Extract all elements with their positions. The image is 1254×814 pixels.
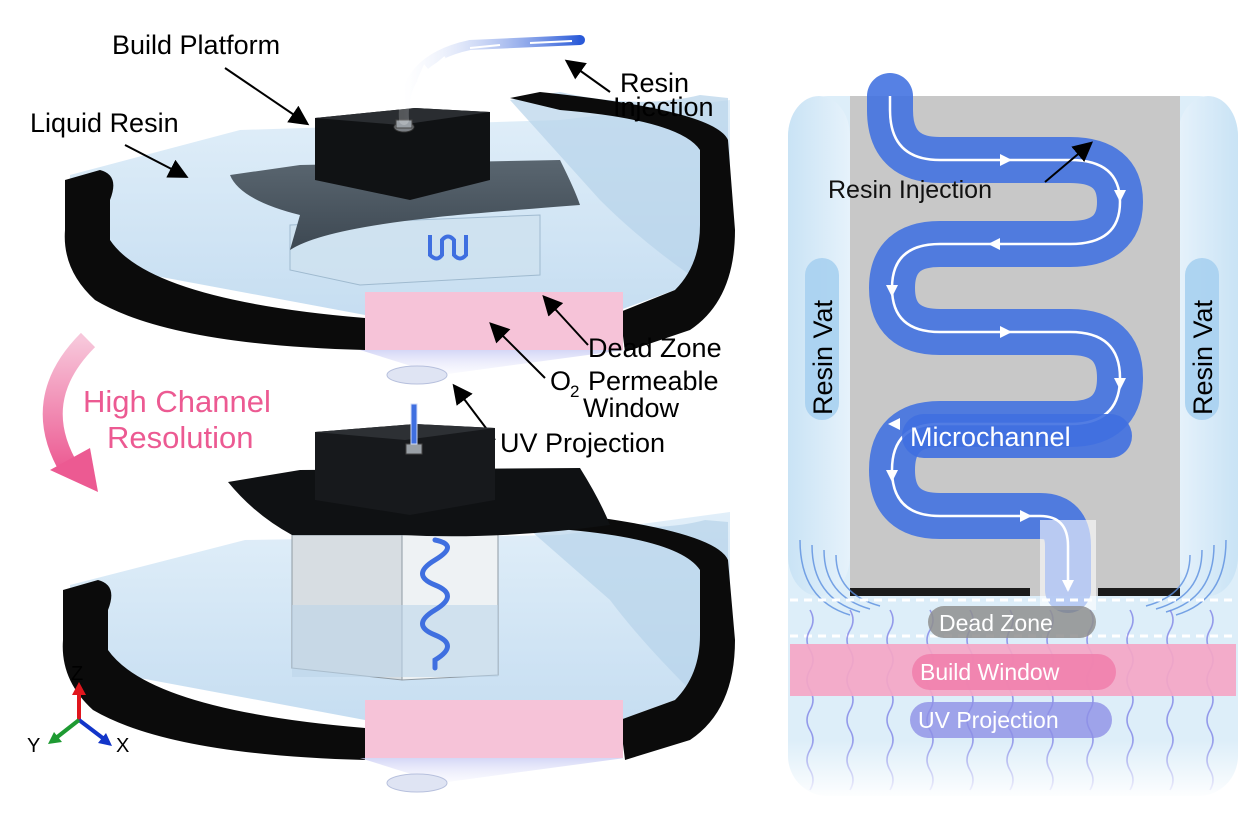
z-axis-label: Z xyxy=(71,663,83,685)
y-axis-head xyxy=(48,732,62,744)
label-resin-injection-right: Resin Injection xyxy=(828,176,992,204)
pointer-o2-window xyxy=(489,322,546,379)
flow-arrow-1 xyxy=(1000,154,1012,166)
label-microchannel: Microchannel xyxy=(910,422,1071,452)
label-resin-injection-1: Resin xyxy=(620,68,689,98)
bottom-vat-assembly xyxy=(62,403,735,793)
label-resolution: Resolution xyxy=(107,420,253,455)
top-vat-assembly xyxy=(64,35,735,385)
label-build-platform: Build Platform xyxy=(112,30,280,60)
label-o2-window: O 2 Permeable Window xyxy=(550,366,719,423)
bottom-microchannel xyxy=(420,537,450,671)
flow-arrow-9 xyxy=(1020,510,1032,522)
label-liquid-resin: Liquid Resin xyxy=(30,108,179,138)
flow-arrow-6 xyxy=(1114,378,1126,390)
serpentine-flow-line xyxy=(888,96,1122,590)
build-window-pill xyxy=(912,654,1116,690)
xyz-axes: Z Y X xyxy=(27,663,129,757)
transition-arrow-head xyxy=(50,448,98,492)
part-base-left xyxy=(850,588,1030,596)
label-uv-projection-left: UV Projection xyxy=(500,428,665,458)
flow-arrow-8 xyxy=(886,470,898,482)
x-axis-arrow xyxy=(77,718,106,741)
bottom-vat-right-wall xyxy=(530,518,728,690)
top-build-plate xyxy=(230,160,580,250)
flow-arrow-4 xyxy=(886,285,898,297)
microchannel-pill xyxy=(902,414,1132,458)
vat-inflow-lines xyxy=(799,539,1227,616)
top-vat-left-rim xyxy=(64,170,365,350)
pointer-liquid-resin xyxy=(124,144,189,178)
bottom-build-stem-top xyxy=(315,424,495,440)
transition-arrow xyxy=(42,332,96,476)
resin-vat-right-pill xyxy=(1185,258,1219,420)
channel-outlet-glow xyxy=(1040,520,1096,610)
y-axis-arrow xyxy=(54,718,81,740)
label-resin-vat-right: Resin Vat xyxy=(1188,299,1218,415)
bottom-inlet-cap xyxy=(405,443,423,455)
top-vat-right-wall xyxy=(510,92,728,275)
label-build-window: Build Window xyxy=(920,659,1060,685)
top-vat-right-rim xyxy=(510,92,735,352)
y-axis-label: Y xyxy=(27,735,40,757)
flow-arrow-3 xyxy=(988,238,1000,250)
flow-arrow-7 xyxy=(888,418,900,430)
bottom-build-stem xyxy=(315,424,495,515)
bottom-block-lower-tint xyxy=(292,605,498,677)
top-printed-block xyxy=(289,214,541,286)
bottom-vat-left-rim xyxy=(62,580,365,760)
right-cross-section xyxy=(788,73,1238,800)
pointer-resin-injection xyxy=(564,59,611,93)
label-uv-projection-right: UV Projection xyxy=(918,707,1059,733)
top-uv-lens xyxy=(386,365,448,385)
bottom-dead-zone-strip xyxy=(365,700,623,758)
top-microchannel xyxy=(428,234,468,261)
label-o2-window: Window xyxy=(583,393,680,423)
label-resin-injection-2: Injection xyxy=(613,92,714,122)
top-build-stem xyxy=(315,108,490,200)
flow-arrow-2 xyxy=(1114,190,1126,202)
x-axis-head xyxy=(98,733,112,746)
label-resin-vat-left: Resin Vat xyxy=(808,299,838,415)
label-high-channel: High Channel xyxy=(83,384,271,419)
pointer-resin-injection-right xyxy=(1044,141,1094,183)
flow-arrow-5 xyxy=(1000,326,1012,338)
bottom-vat-right-rim xyxy=(530,512,735,760)
pointer-dead-zone-left xyxy=(542,295,589,346)
label-o2-sub: 2 xyxy=(570,382,579,401)
label-dead-zone-left: Dead Zone xyxy=(588,333,722,363)
x-axis-label: X xyxy=(116,735,129,757)
bottom-inlet-tube xyxy=(410,403,418,445)
dead-zone-pill xyxy=(928,606,1096,638)
label-dead-zone-right: Dead Zone xyxy=(939,610,1053,636)
part-base-right xyxy=(1098,588,1180,596)
label-o2-o: O xyxy=(550,366,571,396)
resin-vat-left-pill xyxy=(805,258,839,420)
label-o2-permeable: Permeable xyxy=(588,366,719,396)
pointer-build-platform xyxy=(224,67,310,126)
resin-injection-tube-arrow xyxy=(420,40,573,78)
uv-projection-pill xyxy=(910,702,1112,738)
bottom-uv-lens xyxy=(386,773,448,793)
z-axis-head xyxy=(72,682,86,695)
bottom-fade xyxy=(788,740,1238,800)
